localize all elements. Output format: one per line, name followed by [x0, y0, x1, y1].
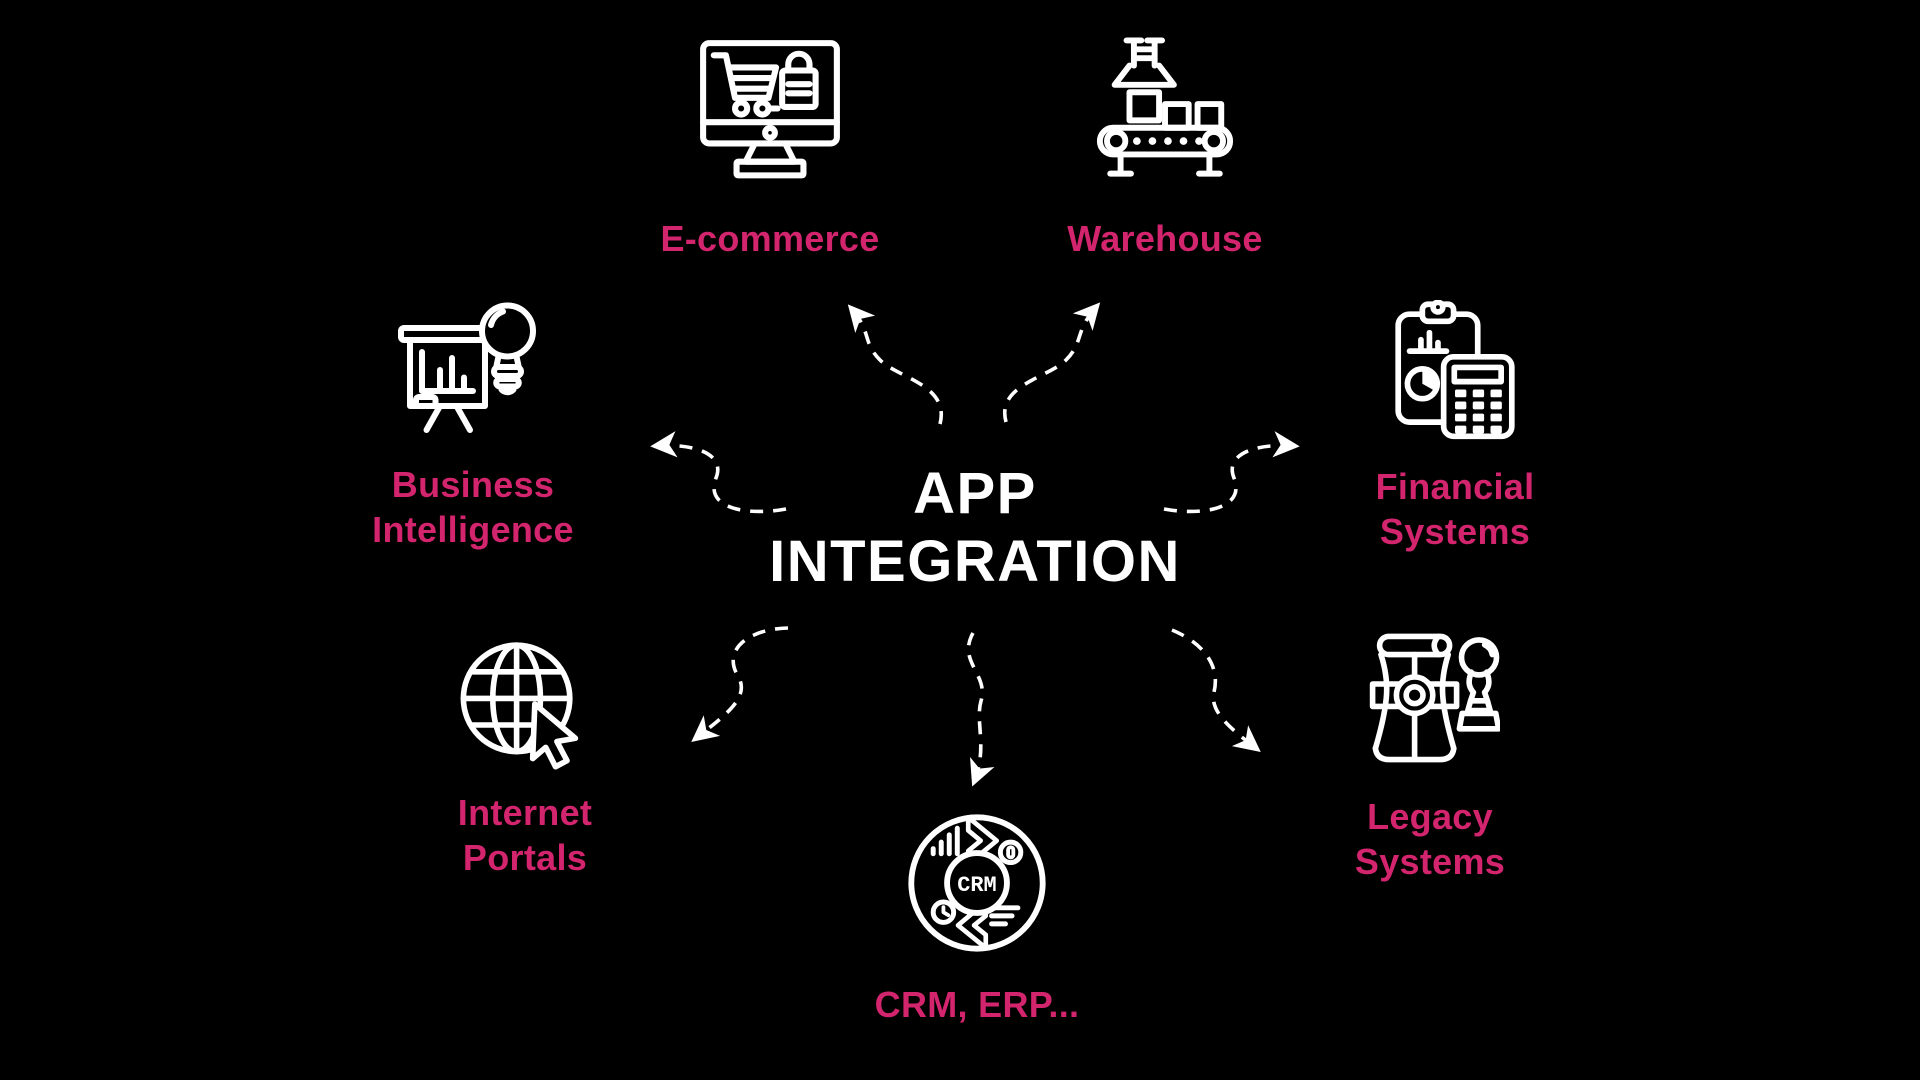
- monitor-shopping-cart-icon: [610, 34, 930, 186]
- conveyor-belt-icon: [1005, 36, 1325, 184]
- presentation-lightbulb-icon: [313, 292, 633, 442]
- hub-title-line1: APP: [913, 461, 1037, 526]
- node-label-e-commerce: E-commerce: [660, 218, 880, 259]
- arrow-to-legacy-systems: [1171, 628, 1261, 752]
- node-label-warehouse: Warehouse: [1067, 218, 1263, 259]
- arrow-to-warehouse: [1002, 302, 1101, 423]
- node-business-intelligence: Business Intelligence: [313, 292, 633, 552]
- node-label-business-intelligence: Business Intelligence: [372, 464, 574, 550]
- node-warehouse: Warehouse: [1005, 36, 1325, 261]
- clipboard-calculator-icon: [1295, 300, 1615, 442]
- node-financial-systems: Financial Systems: [1295, 300, 1615, 554]
- node-label-financial-systems: Financial Systems: [1375, 466, 1535, 552]
- scroll-stamp-icon: [1270, 628, 1590, 768]
- crm-badge-text: CRM: [957, 873, 996, 898]
- node-label-internet-portals: Internet Portals: [457, 792, 593, 878]
- node-internet-portals: Internet Portals: [365, 634, 685, 880]
- node-label-legacy-systems: Legacy Systems: [1354, 796, 1506, 882]
- arrow-to-e-commerce: [847, 304, 944, 425]
- node-label-crm-erp: CRM, ERP...: [874, 984, 1080, 1025]
- node-e-commerce: E-commerce: [610, 34, 930, 261]
- globe-cursor-icon: [365, 634, 685, 774]
- hub-title: APP INTEGRATION: [655, 460, 1295, 596]
- hub-title-line2: INTEGRATION: [769, 529, 1181, 594]
- node-crm-erp: CRM CRM, ERP...: [817, 810, 1137, 1027]
- crm-cycle-icon: CRM: [817, 810, 1137, 956]
- arrow-to-crm-erp: [966, 632, 995, 787]
- arrow-to-internet-portals: [691, 626, 789, 742]
- node-legacy-systems: Legacy Systems: [1270, 628, 1590, 884]
